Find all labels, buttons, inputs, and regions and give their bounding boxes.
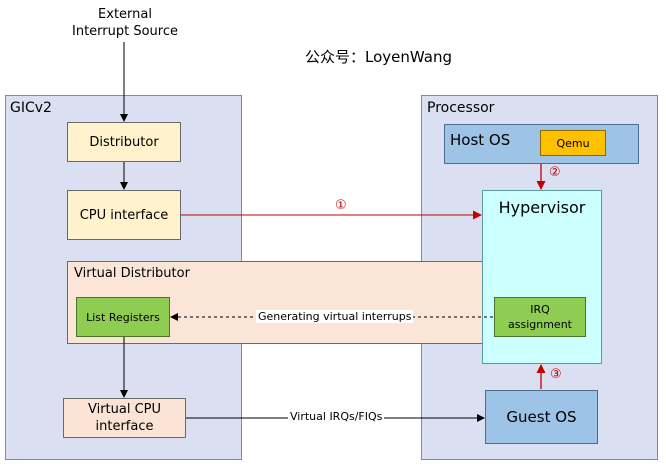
qemu-box: Qemu (540, 130, 606, 156)
hypervisor-label: Hypervisor (498, 198, 586, 217)
step-marker-1: ① (335, 198, 347, 213)
guest-os-box: Guest OS (485, 390, 598, 444)
vcpu-line2: interface (95, 419, 154, 434)
vcpu-line1: Virtual CPU (87, 402, 162, 417)
external-interrupt-source: External Interrupt Source (50, 6, 200, 40)
step-marker-3: ③ (550, 367, 562, 382)
cpu-interface-box: CPU interface (67, 190, 181, 240)
list-registers-label: List Registers (86, 310, 160, 324)
generating-virtual-interrupts-label: Generating virtual interrups (256, 310, 414, 323)
irq-line1: IRQ (530, 303, 550, 316)
irq-line2: assignment (508, 318, 572, 331)
gicv2-title: GICv2 (10, 100, 52, 116)
step-marker-2: ② (549, 165, 561, 180)
host-os-label: Host OS (450, 131, 511, 149)
distributor-box: Distributor (67, 122, 181, 162)
virtual-cpu-interface-box: Virtual CPU interface (63, 398, 186, 438)
watermark: 公众号：LoyenWang (305, 48, 452, 66)
irq-assignment-box: IRQ assignment (494, 297, 586, 337)
virtual-irqs-fiqs-label: Virtual IRQs/FIQs (288, 410, 385, 423)
processor-title: Processor (427, 100, 495, 116)
virtual-distributor-label: Virtual Distributor (74, 266, 190, 281)
external-line1: External (98, 7, 152, 22)
external-line2: Interrupt Source (72, 24, 178, 39)
list-registers-box: List Registers (76, 297, 170, 337)
